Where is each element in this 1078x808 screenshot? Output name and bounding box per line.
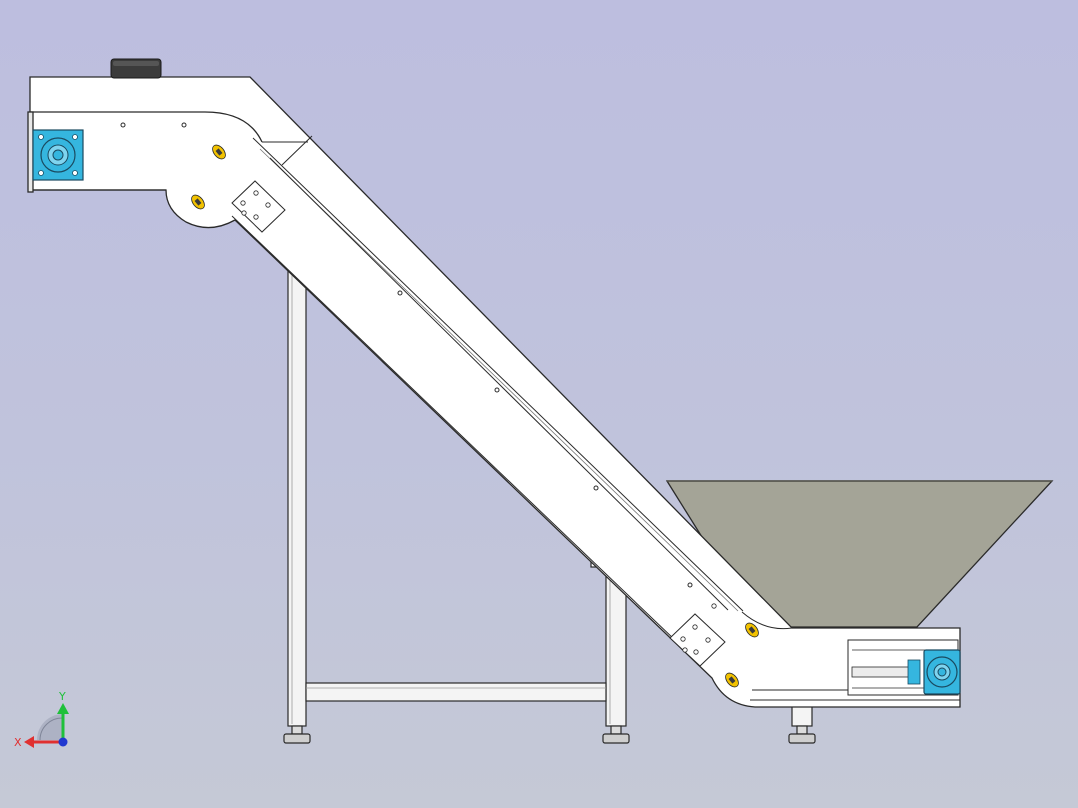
- leveling-foot-middle[interactable]: [602, 725, 630, 744]
- wing-nuts: [191, 144, 759, 688]
- tail-tensioner[interactable]: [847, 639, 959, 696]
- mount-plate-upper[interactable]: [231, 180, 286, 233]
- triad-y-label: Y: [58, 690, 66, 703]
- mount-plate-lower[interactable]: [669, 603, 726, 667]
- head-bearing[interactable]: [32, 129, 84, 181]
- leveling-foot-left[interactable]: [283, 725, 311, 744]
- tail-bearing[interactable]: [923, 649, 961, 695]
- head-end-cap[interactable]: [27, 111, 34, 193]
- conveyor-frame[interactable]: [29, 76, 961, 708]
- drive-motor[interactable]: [110, 58, 162, 79]
- triad-x-label: X: [14, 736, 22, 749]
- triad-z-axis: [58, 737, 68, 747]
- incline-fasteners: [120, 122, 693, 588]
- orientation-triad[interactable]: Y X: [14, 690, 69, 749]
- conveyor-body[interactable]: [27, 76, 961, 708]
- crossbar[interactable]: [305, 682, 607, 702]
- leg-left[interactable]: [287, 247, 307, 727]
- leveling-foot-right[interactable]: [788, 725, 816, 744]
